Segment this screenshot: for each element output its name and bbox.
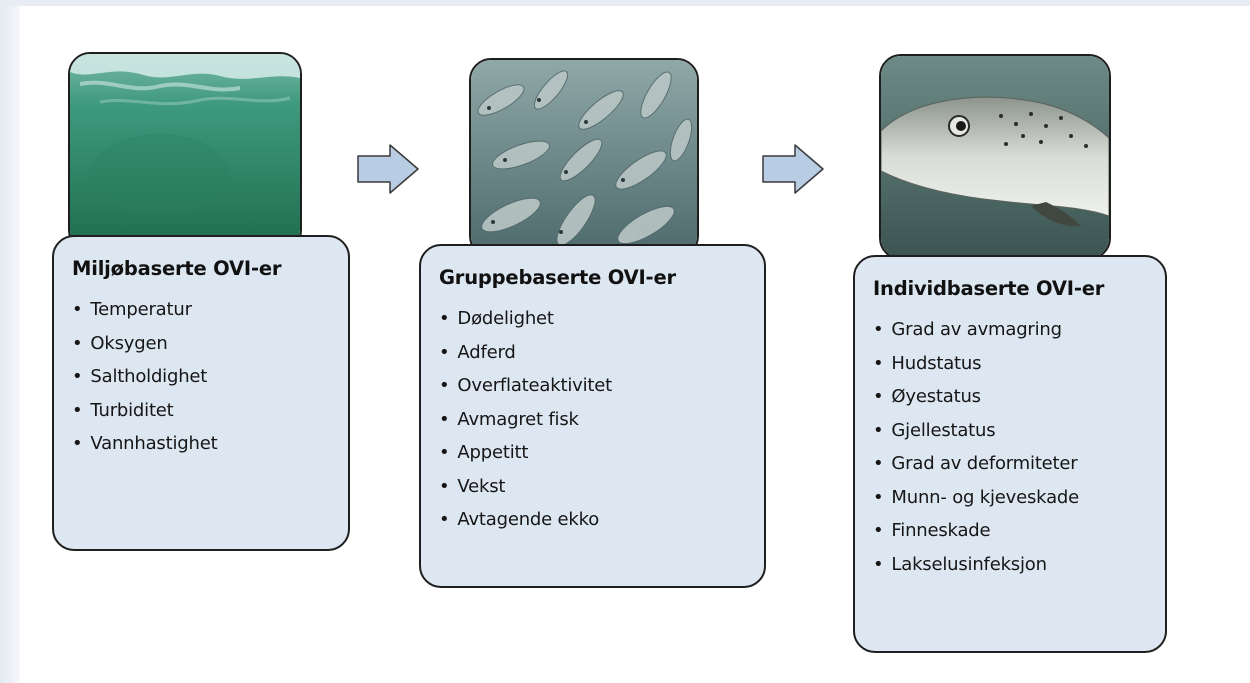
indicator-list: Temperatur Oksygen Saltholdighet Turbidi… <box>72 293 330 461</box>
list-item: Grad av deformiteter <box>873 447 1147 481</box>
photo-salmon-closeup <box>879 54 1111 260</box>
panel-title: Gruppebaserte OVI-er <box>439 266 676 289</box>
left-edge-decoration <box>0 0 20 683</box>
panel-environment-ovi: Miljøbaserte OVI-er Temperatur Oksygen S… <box>52 235 350 551</box>
panel-group-ovi: Gruppebaserte OVI-er Dødelighet Adferd O… <box>419 244 766 588</box>
list-item: Oksygen <box>72 327 330 361</box>
list-item: Avmagret fisk <box>439 403 746 437</box>
indicator-list: Grad av avmagring Hudstatus Øyestatus Gj… <box>873 313 1147 581</box>
panel-title: Miljøbaserte OVI-er <box>72 257 282 280</box>
list-item: Gjellestatus <box>873 414 1147 448</box>
list-item: Adferd <box>439 336 746 370</box>
list-item: Overflateaktivitet <box>439 369 746 403</box>
list-item: Appetitt <box>439 436 746 470</box>
list-item: Saltholdighet <box>72 360 330 394</box>
list-item: Turbiditet <box>72 394 330 428</box>
list-item: Vannhastighet <box>72 427 330 461</box>
photo-water-environment <box>68 52 302 252</box>
list-item: Grad av avmagring <box>873 313 1147 347</box>
photo-fish-school <box>469 58 699 258</box>
flow-arrow-icon <box>761 143 825 195</box>
panel-title: Individbaserte OVI-er <box>873 277 1105 300</box>
list-item: Vekst <box>439 470 746 504</box>
list-item: Temperatur <box>72 293 330 327</box>
list-item: Avtagende ekko <box>439 503 746 537</box>
list-item: Munn- og kjeveskade <box>873 481 1147 515</box>
top-edge-decoration <box>0 0 1250 6</box>
list-item: Øyestatus <box>873 380 1147 414</box>
list-item: Finneskade <box>873 514 1147 548</box>
flow-arrow-icon <box>356 143 420 195</box>
panel-individual-ovi: Individbaserte OVI-er Grad av avmagring … <box>853 255 1167 653</box>
list-item: Lakselusinfeksjon <box>873 548 1147 582</box>
list-item: Hudstatus <box>873 347 1147 381</box>
list-item: Dødelighet <box>439 302 746 336</box>
indicator-list: Dødelighet Adferd Overflateaktivitet Avm… <box>439 302 746 537</box>
